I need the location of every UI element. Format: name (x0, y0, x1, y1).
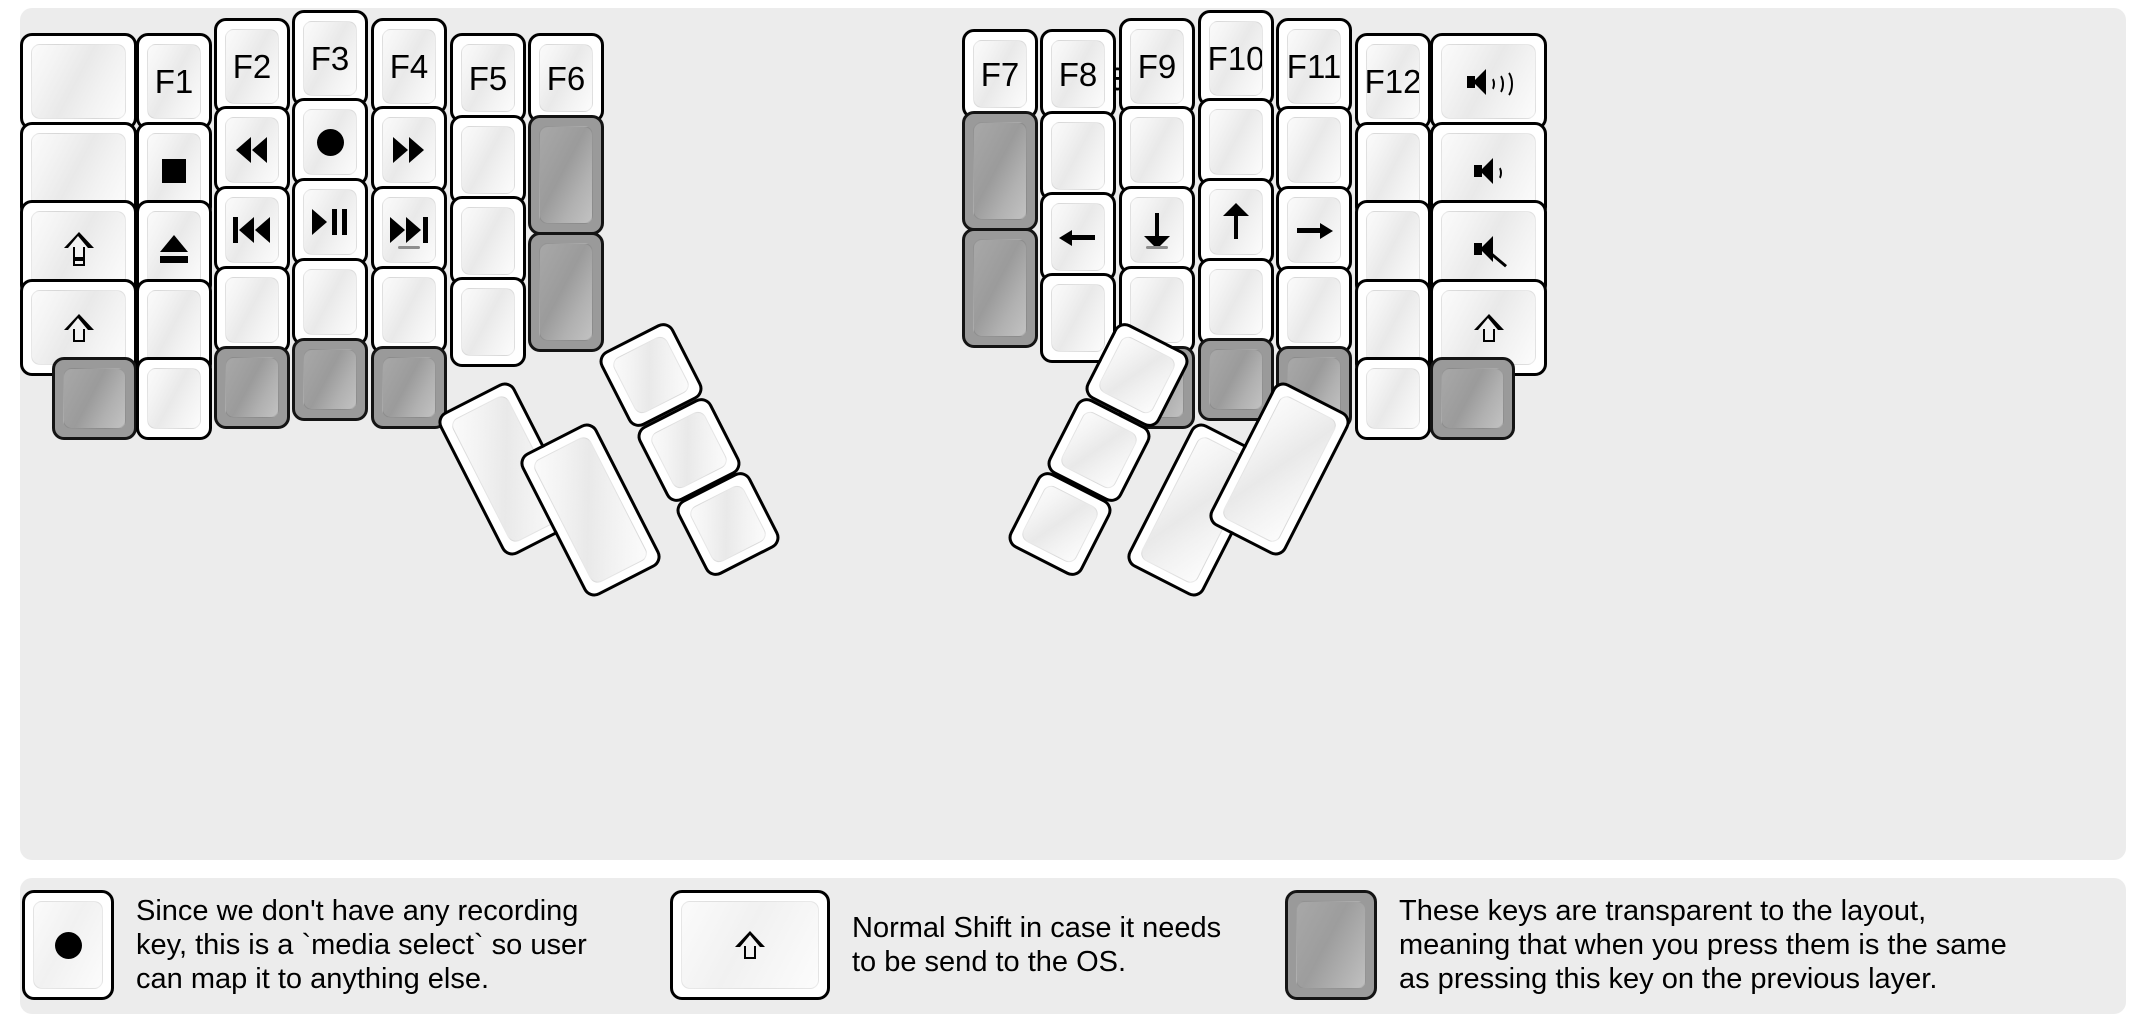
key-label: F1 (154, 63, 194, 100)
key-right-c4-r2[interactable] (1276, 186, 1352, 274)
legend-item-record: Since we don't have any recording key, t… (22, 890, 587, 1000)
key-right-c3-r0[interactable]: F10 (1198, 10, 1274, 107)
key-left-c0-r0[interactable] (20, 33, 137, 130)
key-left-c2-r3[interactable] (214, 266, 290, 354)
legend-key-transparent (1285, 890, 1377, 1000)
arrow-left-icon (1059, 222, 1097, 252)
volume-mute-icon (1473, 234, 1507, 268)
key-label: F2 (232, 48, 272, 85)
key-right-c0-r0[interactable]: F7 (962, 29, 1038, 119)
key-left-c2-r0[interactable]: F2 (214, 18, 290, 115)
key-right-c1-r1[interactable] (1040, 111, 1116, 201)
key-right-c5-r0[interactable]: F12 (1355, 33, 1431, 130)
volume-up-icon (1466, 67, 1513, 99)
shift-lock-arrow-icon (63, 231, 94, 266)
key-label: F8 (1058, 55, 1098, 93)
key-right-c6-r0[interactable] (1430, 33, 1547, 130)
key-label: F6 (546, 59, 586, 97)
arrow-down-icon (1142, 211, 1172, 249)
key-left-c0-r4[interactable] (52, 357, 137, 440)
key-left-c5-r1[interactable] (450, 115, 526, 205)
key-left-c4-r0[interactable]: F4 (371, 18, 447, 115)
key-right-c0-r2[interactable] (962, 228, 1038, 348)
key-left-c1-r4[interactable] (136, 357, 212, 440)
media-rewind-icon (236, 137, 268, 163)
key-left-c4-r4[interactable] (371, 346, 447, 429)
key-right-c3-r2[interactable] (1198, 178, 1274, 266)
key-label: F9 (1137, 48, 1177, 85)
key-left-c2-r4[interactable] (214, 346, 290, 429)
volume-down-icon (1473, 156, 1504, 186)
shift-arrow-icon (735, 931, 765, 959)
arrow-right-icon (1295, 215, 1333, 245)
key-left-c5-r0[interactable]: F5 (450, 33, 526, 123)
key-right-c1-r3[interactable] (1040, 273, 1116, 363)
key-right-c2-r0[interactable]: F9 (1119, 18, 1195, 115)
key-label: F3 (310, 40, 350, 77)
key-right-c2-r2[interactable] (1119, 186, 1195, 274)
key-left-c5-r2[interactable] (450, 196, 526, 286)
key-label: F7 (980, 55, 1020, 93)
key-right-c4-r0[interactable]: F11 (1276, 18, 1352, 115)
key-label: F4 (389, 48, 429, 85)
legend-item-shift: Normal Shift in case it needs to be send… (670, 890, 1221, 1000)
key-right-c6-r4[interactable] (1430, 357, 1515, 440)
key-left-c6-r0[interactable]: F6 (528, 33, 604, 123)
legend-key-shift (670, 890, 830, 1000)
key-left-c6-r2[interactable] (528, 232, 604, 352)
key-right-c4-r3[interactable] (1276, 266, 1352, 354)
key-left-c4-r1[interactable] (371, 106, 447, 194)
key-left-c3-r2[interactable] (292, 178, 368, 266)
media-prev-track-icon (233, 217, 271, 243)
key-left-c3-r4[interactable] (292, 338, 368, 421)
legend-text: Since we don't have any recording key, t… (136, 894, 587, 996)
media-play-pause-icon (312, 209, 348, 235)
key-left-c3-r1[interactable] (292, 98, 368, 186)
key-left-c2-r2[interactable] (214, 186, 290, 274)
key-right-c3-r3[interactable] (1198, 258, 1274, 346)
homing-bar (398, 246, 420, 249)
key-left-c1-r0[interactable]: F1 (136, 33, 212, 130)
arrow-up-icon (1221, 203, 1251, 241)
key-right-c0-r1[interactable] (962, 111, 1038, 231)
key-left-c4-r2[interactable] (371, 186, 447, 274)
key-label: F5 (468, 59, 508, 97)
key-label: F11 (1287, 48, 1341, 85)
key-left-c2-r1[interactable] (214, 106, 290, 194)
key-right-c3-r1[interactable] (1198, 98, 1274, 186)
key-left-c6-r1[interactable] (528, 115, 604, 235)
key-label: F12 (1366, 63, 1420, 100)
key-label: F10 (1209, 40, 1263, 77)
key-right-c5-r4[interactable] (1355, 357, 1431, 440)
media-stop-icon (162, 158, 186, 183)
key-left-c3-r3[interactable] (292, 258, 368, 346)
media-record-icon (54, 931, 82, 959)
legend-item-transparent: These keys are transparent to the layout… (1285, 890, 2007, 1000)
media-eject-icon (159, 235, 189, 263)
legend-key-record (22, 890, 114, 1000)
key-right-c2-r1[interactable] (1119, 106, 1195, 194)
key-left-c3-r0[interactable]: F3 (292, 10, 368, 107)
key-right-c4-r1[interactable] (1276, 106, 1352, 194)
media-fast-forward-icon (393, 137, 425, 163)
legend-text: These keys are transparent to the layout… (1399, 894, 2007, 996)
media-record-icon (316, 128, 344, 156)
legend-text: Normal Shift in case it needs to be send… (852, 911, 1222, 978)
shift-arrow-icon (1473, 313, 1504, 342)
key-left-c4-r3[interactable] (371, 266, 447, 354)
shift-arrow-icon (63, 313, 94, 342)
media-next-track-icon (390, 217, 428, 243)
legend-panel (20, 878, 2126, 1014)
key-right-c3-r4[interactable] (1198, 338, 1274, 421)
key-left-c5-r3[interactable] (450, 277, 526, 367)
key-right-c1-r0[interactable]: F8 (1040, 29, 1116, 119)
homing-bar (1146, 246, 1168, 249)
key-right-c1-r2[interactable] (1040, 192, 1116, 282)
